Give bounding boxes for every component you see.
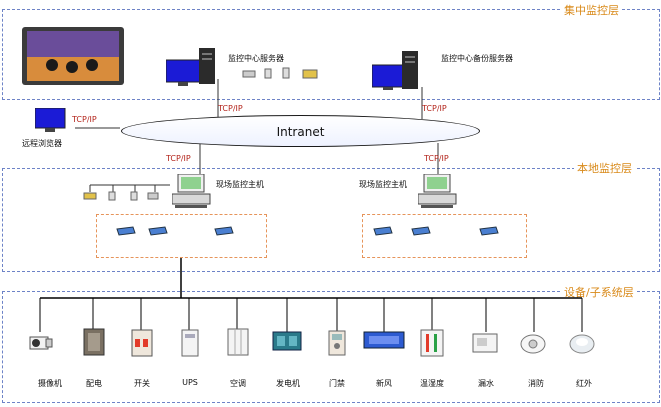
collector-device-icon — [214, 226, 234, 236]
generator-icon — [272, 331, 302, 351]
tcp-ip-label: TCP/IP — [166, 154, 191, 163]
device-label-power: 配电 — [86, 379, 102, 388]
fresh-air-icon — [363, 331, 405, 349]
site-host-1-label: 现场监控主机 — [216, 180, 264, 189]
remote-browser-label: 远程浏览器 — [22, 139, 62, 148]
device-label-infrared: 红外 — [576, 379, 592, 388]
switch-breaker-icon — [131, 329, 153, 357]
intranet-label: Intranet — [276, 125, 325, 139]
device-label-camera: 摄像机 — [38, 379, 62, 388]
tcp-ip-label: TCP/IP — [422, 104, 447, 113]
tcp-ip-label: TCP/IP — [424, 154, 449, 163]
camera-icon — [29, 336, 53, 350]
collector-device-icon — [479, 226, 499, 236]
device-label-temp-humidity: 温湿度 — [420, 379, 444, 388]
central-layer — [2, 9, 660, 100]
device-label-fresh-air: 新风 — [376, 379, 392, 388]
ups-icon — [181, 329, 199, 357]
access-control-icon — [328, 330, 346, 356]
device-layer — [2, 291, 660, 403]
collector-group-2 — [362, 214, 527, 258]
collector-device-icon — [148, 226, 168, 236]
center-server-label: 监控中心服务器 — [228, 54, 284, 63]
device-layer-title: 设备/子系统层 — [561, 284, 637, 300]
central-layer-title: 集中监控层 — [561, 2, 622, 18]
water-leak-sensor-icon — [472, 333, 498, 353]
site-host-2-label: 现场监控主机 — [359, 180, 407, 189]
thermometer-icon — [420, 329, 444, 357]
remote-monitor-icon — [35, 108, 66, 132]
device-label-switch: 开关 — [134, 379, 150, 388]
backup-server-label: 监控中心备份服务器 — [441, 54, 513, 63]
collector-group-1 — [96, 214, 267, 258]
server-computer-icon — [166, 48, 215, 86]
backup-server-icon — [372, 51, 418, 90]
video-wall-icon — [22, 27, 124, 85]
local-layer-title: 本地监控层 — [574, 160, 635, 176]
site-host-computer-icon — [418, 174, 457, 208]
tcp-ip-label: TCP/IP — [72, 115, 97, 124]
smoke-detector-icon — [520, 334, 546, 354]
collector-device-icon — [116, 226, 136, 236]
intranet-cloud: Intranet — [121, 115, 480, 147]
infrared-sensor-icon — [569, 334, 595, 354]
collector-device-icon — [411, 226, 431, 236]
local-layer — [2, 168, 660, 272]
device-label-ac: 空调 — [230, 379, 246, 388]
device-label-generator: 发电机 — [276, 379, 300, 388]
peripherals-icon — [242, 67, 318, 79]
sensors-icon — [83, 191, 159, 201]
air-conditioner-icon — [227, 328, 249, 356]
power-distribution-icon — [83, 328, 105, 356]
site-host-computer-icon — [172, 174, 211, 208]
tcp-ip-label: TCP/IP — [218, 104, 243, 113]
device-label-access: 门禁 — [329, 379, 345, 388]
device-label-fire: 消防 — [528, 379, 544, 388]
collector-device-icon — [373, 226, 393, 236]
device-label-water-leak: 漏水 — [478, 379, 494, 388]
device-label-ups: UPS — [182, 378, 198, 387]
